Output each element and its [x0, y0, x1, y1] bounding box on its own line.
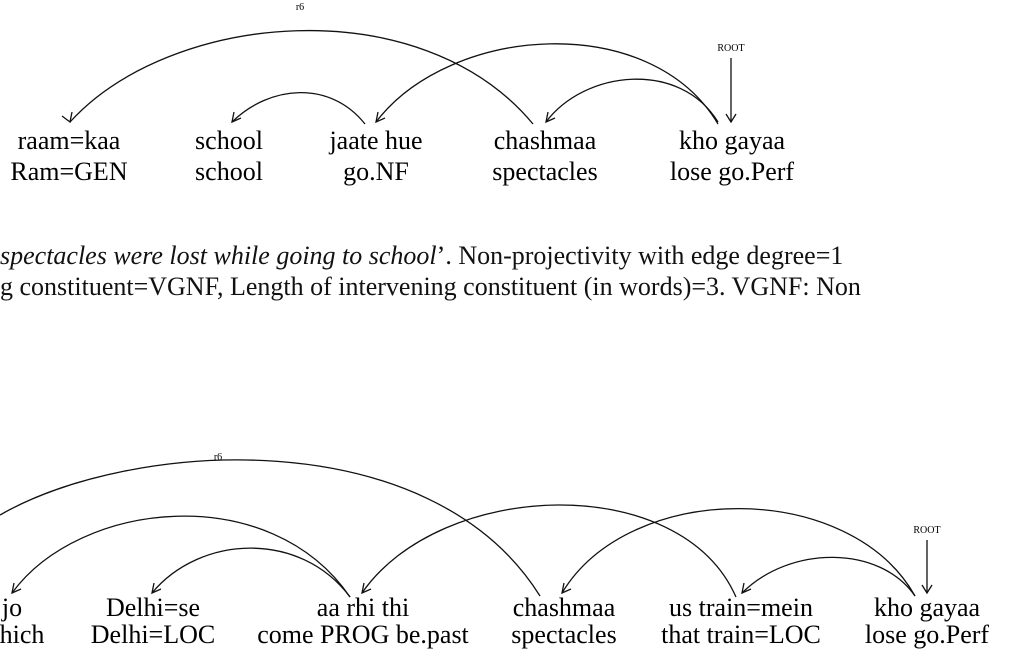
arc-head: [361, 582, 372, 595]
token-word: chashmaa: [494, 126, 597, 155]
dependency-tree-2: r6 ROOT jo hich Delhi=se Delhi=LOC aa rh…: [0, 452, 989, 649]
caption-translation: spectacles were lost while going to scho…: [0, 241, 437, 270]
arc-head: [151, 582, 162, 595]
arc-head: [231, 111, 242, 124]
token-gloss: come PROG be.past: [257, 620, 469, 649]
token-gloss: hich: [0, 620, 44, 649]
arc-kho-to-jaate: [375, 43, 719, 125]
token-word: chashmaa: [513, 593, 616, 622]
arc-head: [11, 582, 22, 595]
root-arrow-head: [921, 584, 933, 595]
arc-label-r6: r6: [296, 2, 304, 13]
arc-label-r6: r6: [214, 452, 222, 463]
arc-head: [375, 111, 386, 124]
root-arrow-head: [725, 113, 737, 124]
token-gloss: spectacles: [511, 620, 616, 649]
token-word: kho gayaa: [874, 593, 981, 622]
token-gloss: lose go.Perf: [670, 157, 795, 186]
arc-head: [561, 582, 572, 595]
arc-ustrain-to-aarhithi: [361, 504, 737, 598]
token-word: jaate hue: [328, 126, 422, 155]
arc-r6-chashmaa-offpage: [0, 459, 541, 597]
token-gloss: Ram=GEN: [10, 157, 127, 186]
token-gloss: school: [195, 157, 263, 186]
token-word: Delhi=se: [106, 593, 200, 622]
token-gloss: go.NF: [343, 157, 409, 186]
token-word: jo: [1, 593, 22, 622]
root-label: ROOT: [717, 43, 744, 54]
arc-kho-to-chashmaa: [545, 78, 719, 123]
token-gloss: that train=LOC: [661, 620, 821, 649]
arc-r6-chashmaa-to-raam: [69, 29, 534, 125]
arc-kho-to-chashmaa: [561, 508, 916, 597]
token-word: aa rhi thi: [317, 593, 409, 622]
arc-kho-to-ustrain: [741, 556, 916, 597]
token-gloss: spectacles: [492, 157, 597, 186]
arc-head: [741, 582, 752, 595]
token-word: kho gayaa: [679, 126, 786, 155]
token-gloss: Delhi=LOC: [91, 620, 215, 649]
arc-head: [61, 111, 73, 124]
arc-jaate-to-school: [231, 91, 366, 125]
token-word: school: [195, 126, 263, 155]
dependency-tree-1: r6 ROOT raam=kaa Ram=GEN school school j…: [10, 2, 794, 186]
caption-line-1: spectacles were lost while going to scho…: [0, 241, 843, 271]
token-word: us train=mein: [669, 593, 813, 622]
caption-line-1-rest: ’. Non-projectivity with edge degree=1: [436, 241, 844, 270]
token-word: raam=kaa: [18, 126, 121, 155]
arc-head: [545, 111, 556, 124]
arc-aarhithi-to-jo: [11, 515, 351, 598]
caption-line-2: g constituent=VGNF, Length of intervenin…: [0, 272, 861, 301]
arc-aarhithi-to-delhi: [151, 547, 351, 598]
root-label: ROOT: [913, 525, 940, 536]
token-gloss: lose go.Perf: [865, 620, 990, 649]
